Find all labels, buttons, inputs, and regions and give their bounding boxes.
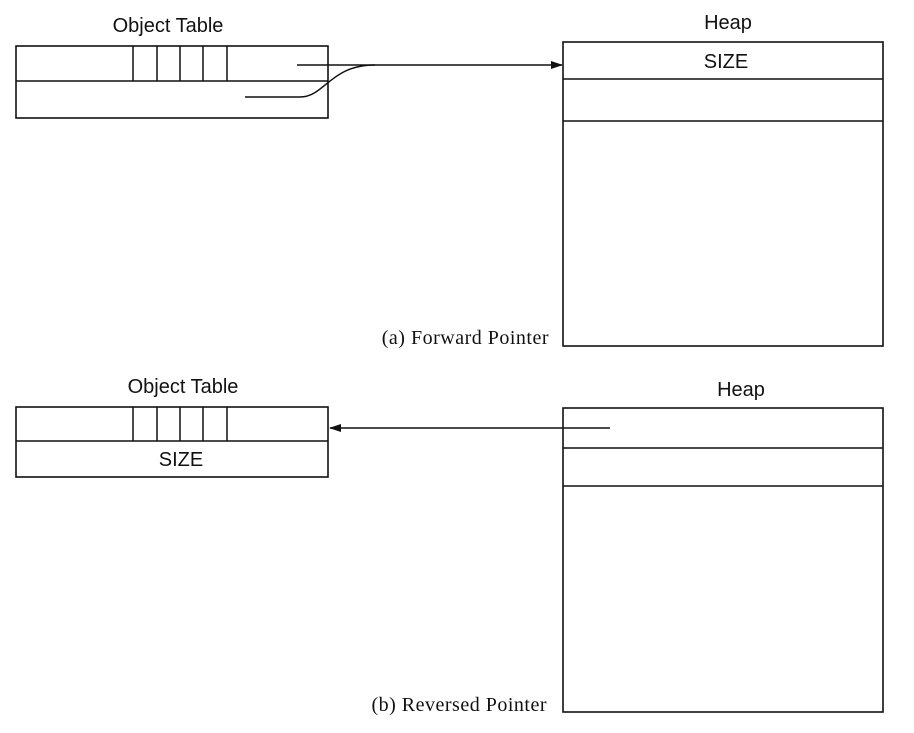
heap-size-label: SIZE bbox=[704, 51, 748, 73]
object-table-size-label: SIZE bbox=[159, 449, 203, 471]
heap bbox=[562, 407, 884, 713]
heap bbox=[562, 41, 884, 347]
heap-label: Heap bbox=[717, 379, 765, 401]
object-table-label: Object Table bbox=[128, 376, 239, 398]
caption-a: (a) Forward Pointer bbox=[382, 327, 549, 349]
heap-label: Heap bbox=[704, 12, 752, 34]
pointer-curve bbox=[245, 64, 376, 98]
object-table-label: Object Table bbox=[113, 15, 224, 37]
object-table bbox=[15, 45, 329, 119]
caption-b: (b) Reversed Pointer bbox=[371, 694, 547, 716]
object-table bbox=[15, 406, 329, 478]
panel-a: Object Table Heap SIZE (a) Forward Point… bbox=[15, 12, 884, 349]
panel-b: Object Table SIZE Heap (b) Reversed Poin… bbox=[15, 376, 884, 716]
